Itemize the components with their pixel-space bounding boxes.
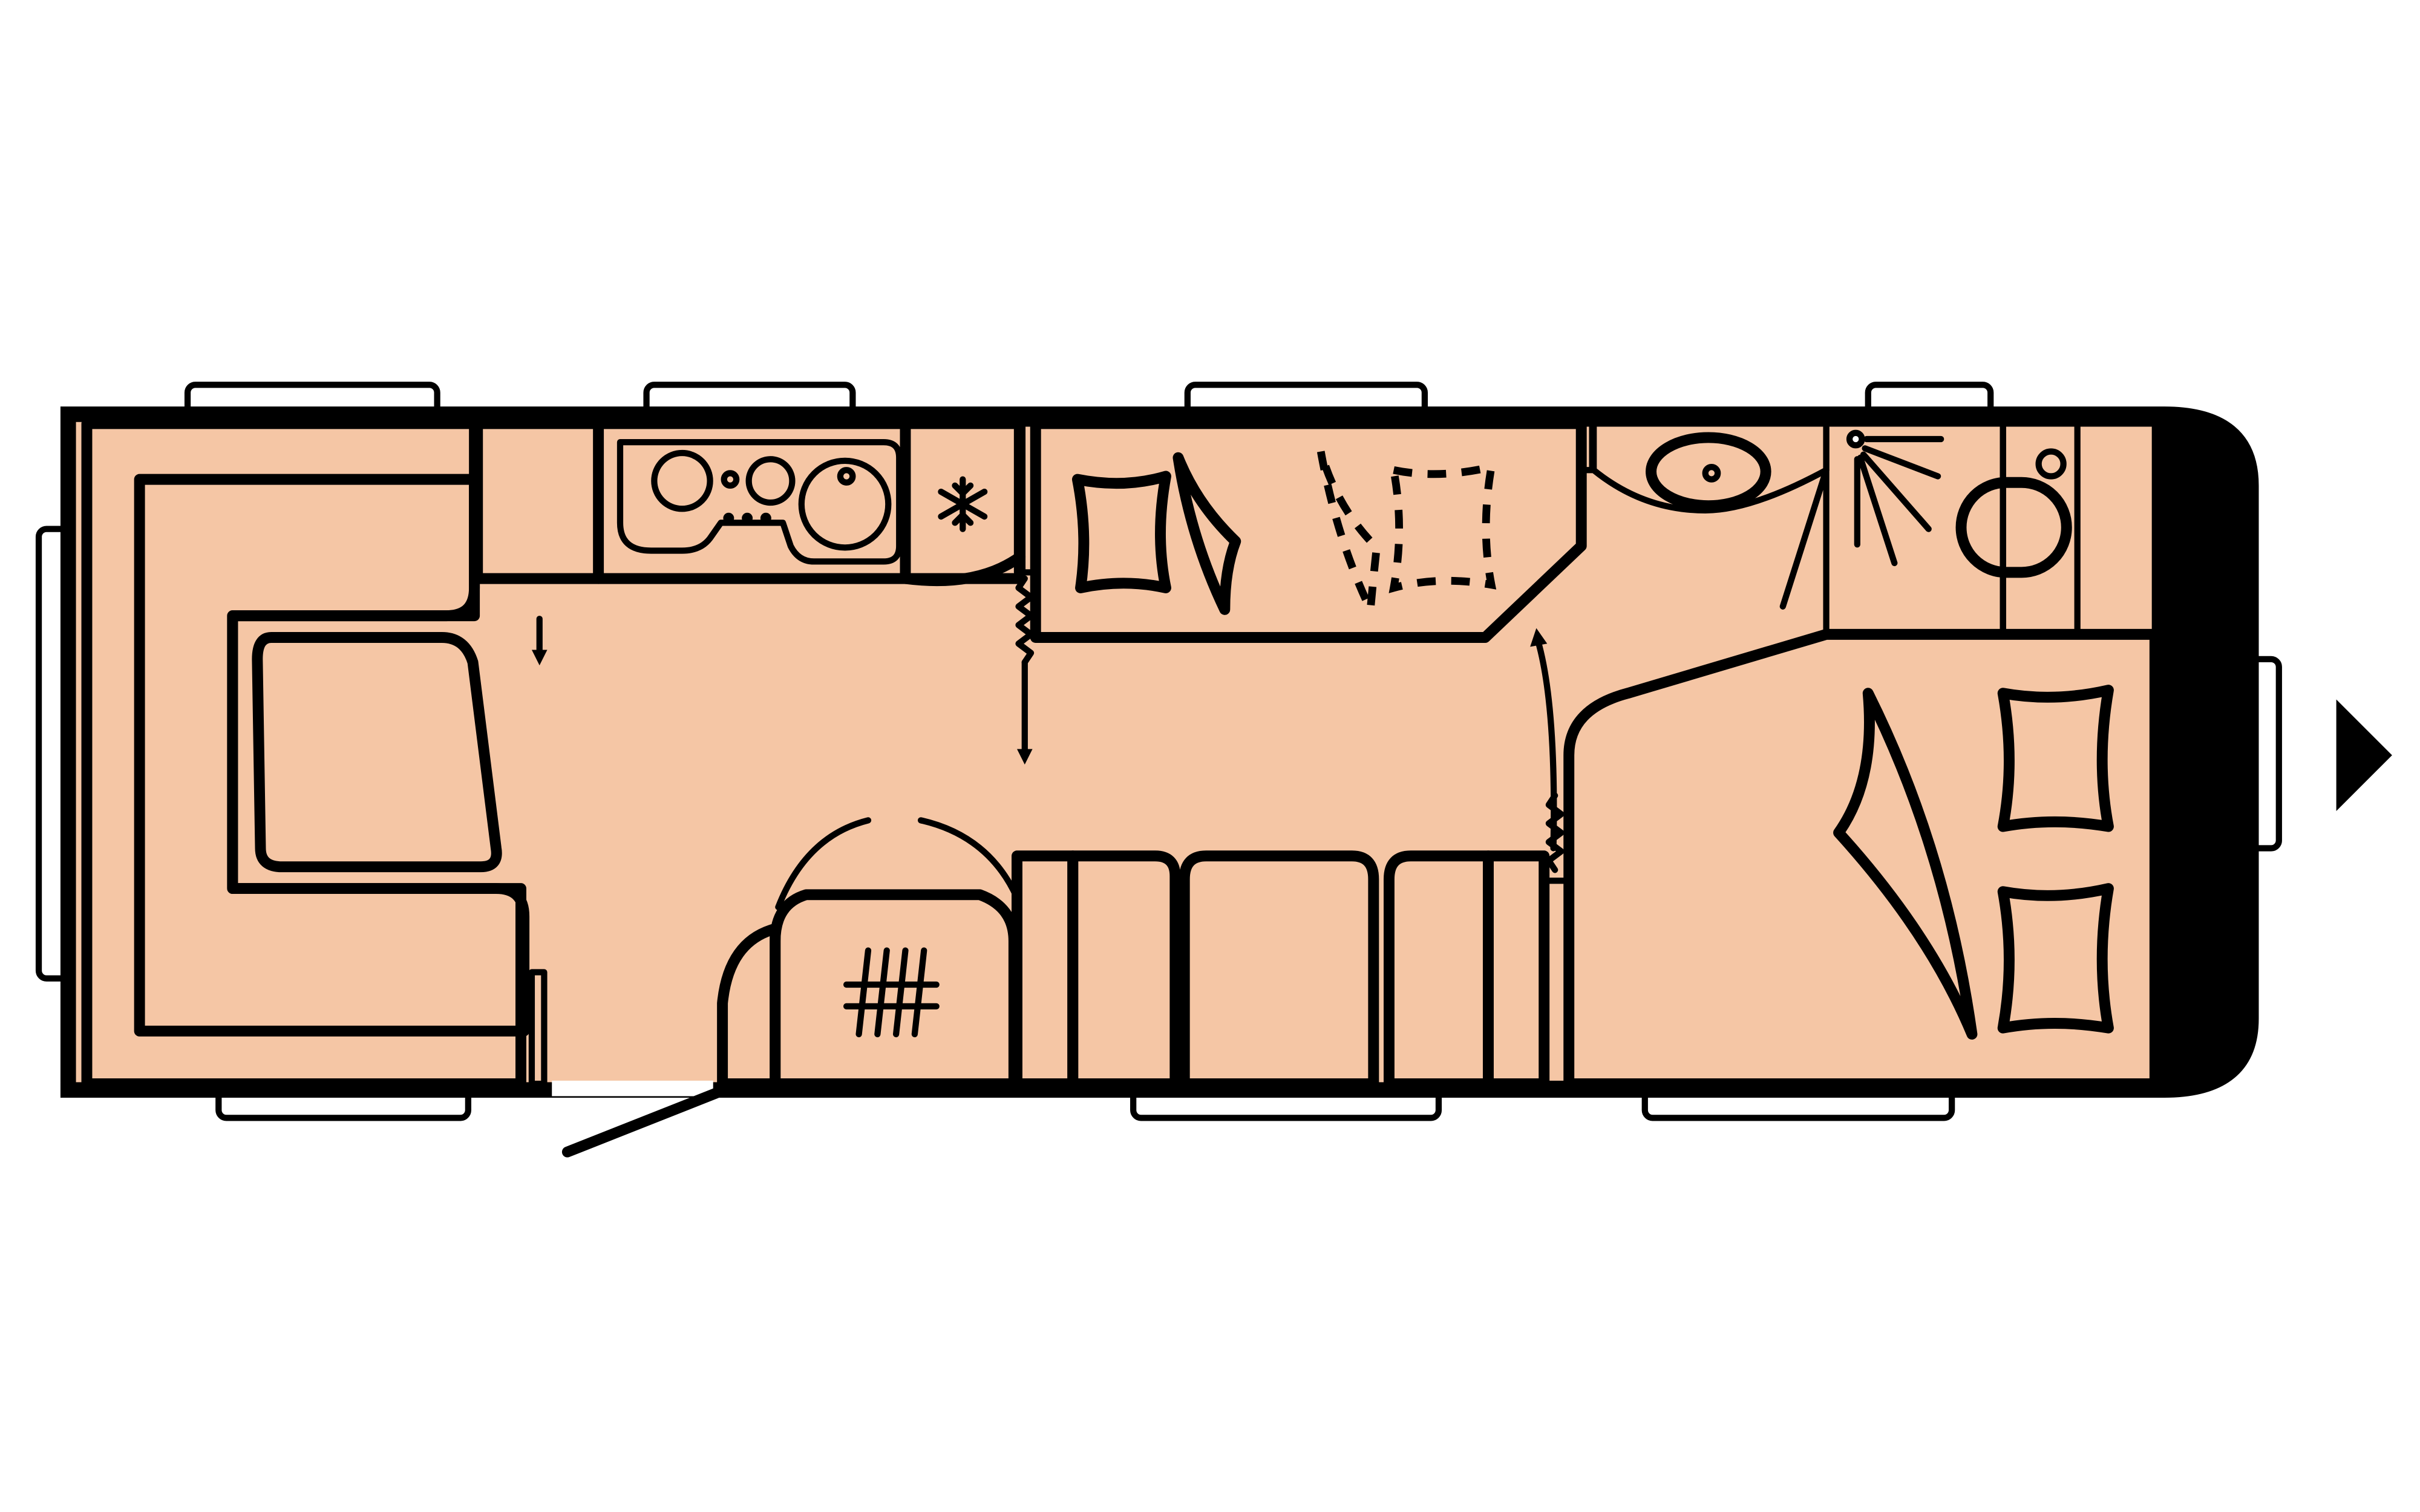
sink-icon	[798, 457, 892, 551]
master-pillow-2	[1997, 883, 2114, 1034]
stove-burner-icon	[723, 512, 771, 524]
direction-arrow-icon	[531, 616, 1557, 852]
bunk-blanket-dashed	[1316, 450, 1381, 624]
snowflake-icon	[938, 476, 988, 532]
washroom	[1591, 420, 1830, 610]
dinette-seat-left	[1067, 850, 1181, 1089]
master-bed	[1563, 628, 2160, 1089]
bunk-mattress	[1030, 418, 1587, 643]
entry-door	[552, 1080, 722, 1158]
front-nose	[2154, 414, 2251, 1090]
armchair-side	[717, 923, 781, 1089]
shower-head-icon	[1846, 429, 1944, 567]
bunk-bed	[1030, 418, 1587, 643]
burner-left	[651, 449, 713, 512]
master-mattress	[1563, 628, 2160, 1089]
lounge-seat-cushion	[134, 474, 530, 1037]
hull-outline	[60, 406, 2259, 1098]
washbasin-icon	[1646, 432, 1771, 512]
stove-sink-unit	[616, 438, 903, 565]
burner-right	[745, 456, 796, 506]
master-blanket-fold	[1833, 688, 1978, 1040]
master-pillow-1	[1997, 685, 2114, 832]
door-swing-icon	[561, 1087, 722, 1158]
bunk-blanket-fold	[1172, 452, 1241, 615]
bunk-pillow-1	[1071, 471, 1171, 593]
sliding-door-kitchen	[1015, 575, 1035, 666]
fridge-door	[900, 551, 1026, 587]
heater-icon	[843, 947, 940, 1038]
driving-direction-icon	[2336, 699, 2392, 811]
sliding-door-bedroom	[1545, 792, 1565, 873]
armchair-swing-arc	[775, 817, 1021, 910]
washroom-door-swing	[1779, 467, 1830, 610]
burner-small	[721, 470, 740, 489]
lounge-table	[252, 632, 502, 873]
toilet-icon	[1955, 477, 2072, 578]
bunk-pillow-2-dashed	[1388, 461, 1497, 593]
